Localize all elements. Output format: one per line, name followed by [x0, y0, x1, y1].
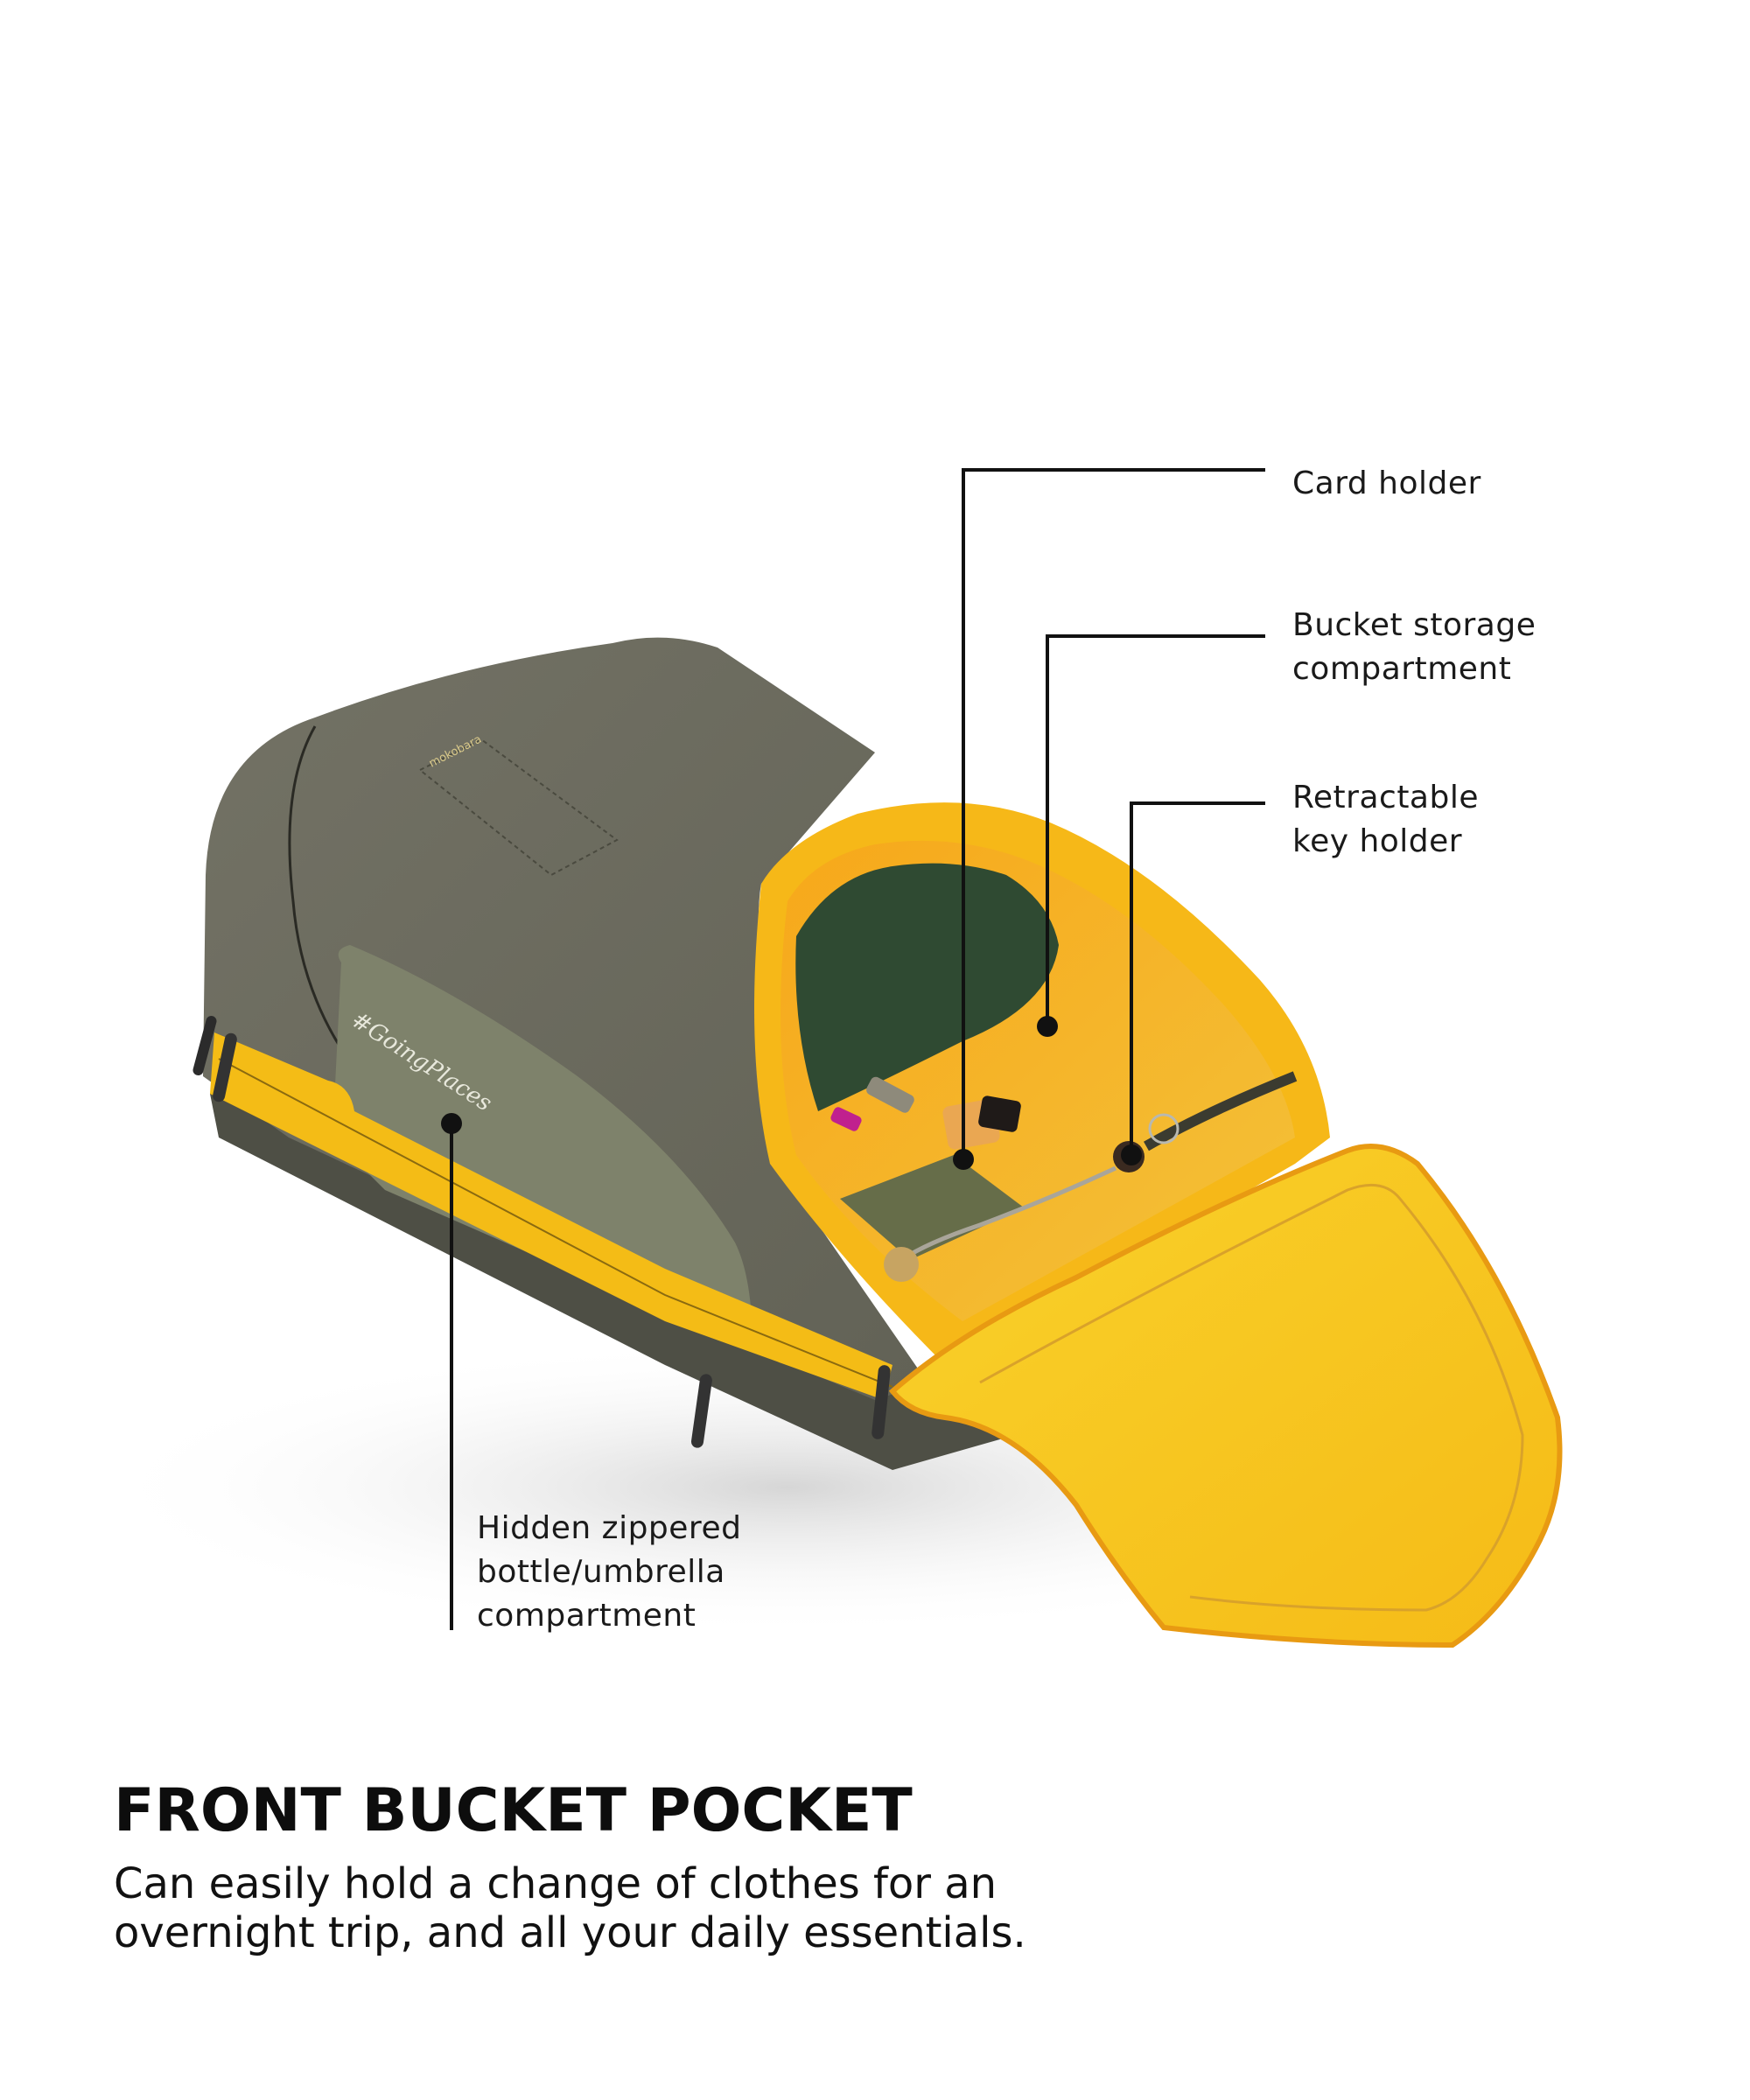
key-tag: [884, 1247, 919, 1282]
callout-dot-bucket-storage: [1037, 1016, 1058, 1037]
callout-line-card-holder: [962, 468, 1265, 1159]
label-line: Hidden zippered: [477, 1510, 742, 1546]
callout-dot-hidden-compartment: [441, 1113, 462, 1134]
body-seam: [288, 725, 369, 1086]
backpack-body: [203, 637, 928, 1400]
label-line: Retractable: [1292, 780, 1479, 816]
key-ring: [1148, 1113, 1180, 1144]
pen-drive: [866, 1076, 914, 1113]
callout-label-hidden-compartment: Hidden zippered bottle/umbrella compartm…: [477, 1507, 741, 1638]
towel: [795, 863, 1059, 1111]
perfume-cap: [978, 1096, 1021, 1132]
flap-inner-seam: [979, 1183, 1524, 1612]
feature-title: FRONT BUCKET POCKET: [114, 1776, 913, 1845]
zipper-pull-right: [872, 1365, 891, 1439]
lipstick: [830, 1107, 862, 1131]
description-line: overnight trip, and all your daily essen…: [114, 1908, 1026, 1957]
label-line: Card holder: [1292, 466, 1481, 501]
feature-description: Can easily hold a change of clothes for …: [114, 1859, 1026, 1957]
callout-label-card-holder: Card holder: [1292, 462, 1481, 506]
callout-label-bucket-storage: Bucket storage compartment: [1292, 604, 1536, 691]
zipper-pull-left-2: [213, 1032, 237, 1102]
callout-dot-key-holder: [1121, 1144, 1142, 1166]
callout-line-key-holder: [1130, 802, 1265, 1155]
callout-bucket-storage: [1046, 634, 1265, 1026]
callout-line-bucket-storage: [1046, 634, 1265, 1026]
brand-patch: [418, 738, 619, 877]
key-lanyard: [1144, 1071, 1298, 1152]
label-line: compartment: [1292, 651, 1512, 687]
key-chain: [900, 1166, 1117, 1263]
label-line: bottle/umbrella: [477, 1554, 725, 1590]
front-panel: [332, 945, 752, 1348]
callout-card-holder: [962, 468, 1265, 1159]
side-zipper: [210, 1032, 892, 1400]
card-holder-item: [840, 1155, 1024, 1260]
pocket-flap: [888, 1144, 1563, 1648]
callout-dot-card-holder: [953, 1149, 974, 1170]
callout-label-key-holder: Retractable key holder: [1292, 776, 1479, 864]
description-line: Can easily hold a change of clothes for …: [114, 1859, 998, 1908]
zipper-pull-center: [690, 1374, 712, 1448]
label-line: key holder: [1292, 823, 1463, 859]
zipper-line: [218, 1058, 893, 1388]
callout-key-holder: [1130, 802, 1265, 1155]
label-line: Bucket storage: [1292, 607, 1536, 643]
label-line: compartment: [477, 1598, 696, 1634]
zipper-pull-left-1: [192, 1015, 217, 1076]
